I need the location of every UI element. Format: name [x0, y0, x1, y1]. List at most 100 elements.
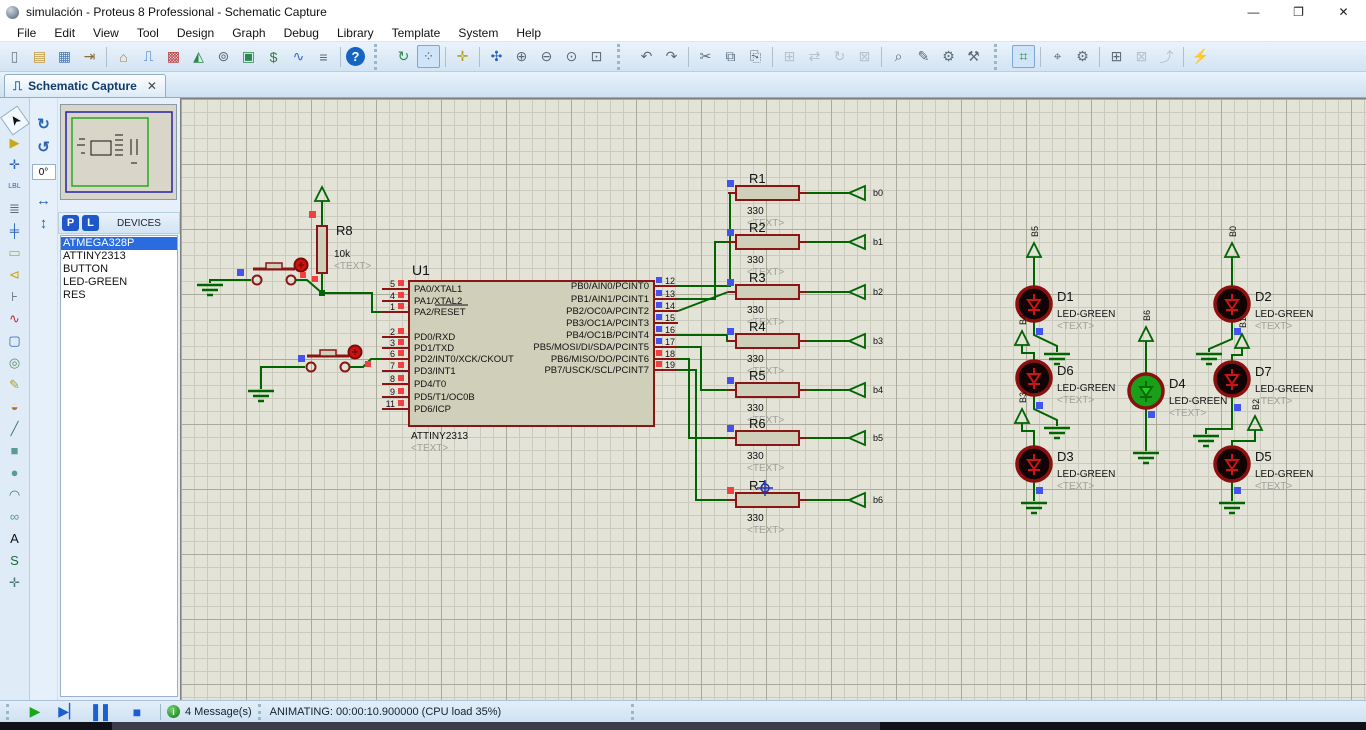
buses-mode-icon[interactable]: ╪ [9, 223, 20, 238]
toggle-grid-icon[interactable]: ⁘ [417, 45, 440, 68]
menu-edit[interactable]: Edit [54, 25, 76, 40]
led-D7[interactable] [1213, 360, 1251, 398]
net-wire[interactable] [678, 241, 728, 300]
device-item-led-green[interactable]: LED-GREEN [63, 276, 128, 288]
ground-D7[interactable] [1193, 434, 1219, 448]
new-file-icon[interactable]: ▯ [10, 48, 19, 64]
terminal-b6[interactable] [846, 491, 866, 509]
info-icon[interactable]: i [167, 705, 180, 718]
wire-label-mode-icon[interactable]: LBL [8, 183, 21, 190]
menu-tool[interactable]: Tool [136, 25, 159, 40]
voltage-probe-mode-icon[interactable]: ✎ [9, 376, 20, 392]
ground-D2[interactable] [1196, 352, 1222, 366]
active-popup-mode-icon[interactable]: ▢ [8, 332, 21, 348]
terminal-b4[interactable] [846, 381, 866, 399]
current-probe-mode-icon[interactable]: ◒ [10, 399, 19, 414]
mirror-horizontal-button[interactable]: ↔ [36, 191, 51, 209]
property-assignment-icon[interactable]: ⚙ [1076, 48, 1089, 64]
stop-button[interactable]: ■ [132, 703, 142, 720]
device-item-res[interactable]: RES [63, 289, 86, 301]
restore-button[interactable]: ❐ [1293, 5, 1304, 19]
minimize-button[interactable]: — [1247, 5, 1260, 19]
terminal-b3[interactable] [846, 332, 866, 350]
button-actuator[interactable] [347, 344, 363, 360]
pick-parts-icon[interactable]: ⌕ [894, 48, 903, 64]
mirror-vertical-button[interactable]: ↕ [39, 214, 48, 232]
paste-icon[interactable]: ⎘ [749, 48, 762, 64]
terminals-mode-icon[interactable]: ⊲ [9, 266, 20, 282]
terminal-b0[interactable] [846, 184, 866, 202]
wire[interactable] [1021, 345, 1035, 361]
2d-symbol-icon[interactable]: S [10, 553, 19, 568]
net-wire[interactable] [678, 334, 728, 342]
origin-icon[interactable]: ✛ [456, 48, 469, 64]
menu-system[interactable]: System [458, 25, 499, 40]
led-D5[interactable] [1213, 445, 1251, 483]
terminal-b5[interactable] [846, 429, 866, 447]
device-item-attiny2313[interactable]: ATTINY2313 [63, 250, 126, 262]
library-button[interactable]: L [82, 215, 99, 231]
wire[interactable] [260, 366, 305, 389]
menu-graph[interactable]: Graph [232, 25, 266, 40]
led-D2[interactable] [1213, 285, 1251, 323]
menu-library[interactable]: Library [336, 25, 374, 40]
rotate-ccw-button[interactable]: ↺ [37, 139, 50, 156]
cut-icon[interactable]: ✂ [699, 48, 712, 64]
menu-view[interactable]: View [93, 25, 119, 40]
component-mode-icon[interactable]: ▶ [9, 134, 20, 150]
device-pins-mode-icon[interactable]: ⊦ [11, 288, 18, 304]
junction-dot-mode-icon[interactable]: ✛ [9, 156, 20, 172]
ground-D4[interactable] [1133, 451, 1159, 465]
wire[interactable] [1033, 395, 1058, 426]
net-wire[interactable] [677, 291, 729, 312]
save-file-icon[interactable]: ▦ [57, 48, 72, 64]
ground-D6[interactable] [1044, 426, 1070, 440]
open-file-icon[interactable]: ▤ [32, 48, 47, 64]
ground-D3[interactable] [1021, 501, 1047, 515]
vcc-terminal[interactable] [313, 184, 331, 207]
electrical-rule-check-icon[interactable]: ⚡ [1191, 48, 1210, 64]
help-icon[interactable]: ? [346, 47, 365, 66]
wire[interactable] [296, 279, 382, 313]
text-script-mode-icon[interactable]: ≣ [9, 200, 20, 216]
wire[interactable] [1033, 321, 1058, 352]
menu-design[interactable]: Design [176, 25, 215, 40]
packaging-tool-icon[interactable]: ⚙ [942, 48, 955, 64]
button-actuator[interactable] [293, 257, 309, 273]
2d-line-icon[interactable]: ╱ [10, 420, 19, 436]
make-device-icon[interactable]: ✎ [917, 48, 930, 64]
ground-button1[interactable] [197, 283, 223, 297]
net-wire[interactable] [678, 346, 728, 391]
gerber-viewer-icon[interactable]: ⊚ [217, 48, 230, 64]
2d-markers-icon[interactable]: ✛ [9, 574, 20, 590]
graph-mode-icon[interactable]: ∿ [9, 310, 20, 326]
rotation-angle-field[interactable]: 0° [31, 164, 56, 180]
2d-path-icon[interactable]: ∞ [9, 509, 20, 524]
zoom-all-icon[interactable]: ⊙ [565, 48, 578, 64]
2d-arc-icon[interactable]: ◠ [8, 486, 21, 502]
undo-icon[interactable]: ↶ [640, 48, 653, 64]
subcircuit-mode-icon[interactable]: ▭ [8, 244, 21, 260]
zoom-in-icon[interactable]: ⊕ [515, 48, 528, 64]
push-button-int0[interactable] [305, 344, 363, 373]
tab-close-icon[interactable]: ✕ [146, 79, 157, 93]
wire[interactable] [1021, 423, 1035, 447]
wire-autorouter-icon[interactable]: ⌗ [1012, 45, 1035, 68]
net-wire[interactable] [678, 358, 728, 439]
new-root-sheet-icon[interactable]: ⊞ [1110, 48, 1123, 64]
close-button[interactable]: ✕ [1338, 5, 1349, 19]
device-item-atmega328p[interactable]: ATMEGA328P [61, 237, 177, 250]
led-D3[interactable] [1015, 445, 1053, 483]
design-explorer-icon[interactable]: ▣ [241, 48, 256, 64]
zoom-out-icon[interactable]: ⊖ [540, 48, 553, 64]
wire[interactable] [1231, 430, 1256, 447]
led-D6[interactable] [1015, 359, 1053, 397]
led-D4[interactable] [1127, 372, 1165, 410]
device-item-button[interactable]: BUTTON [63, 263, 109, 275]
